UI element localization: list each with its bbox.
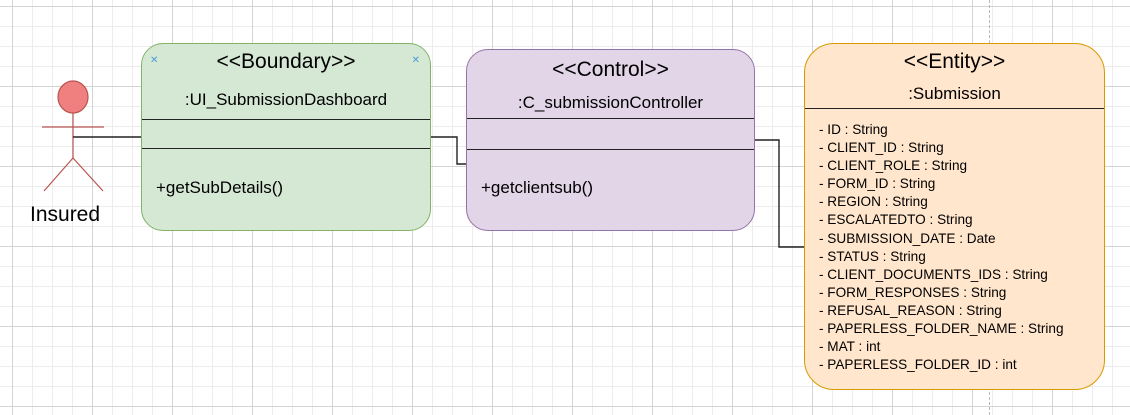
entity-attribute: - FORM_ID : String — [819, 176, 936, 192]
entity-attribute: - CLIENT_DOCUMENTS_IDS : String — [819, 266, 1048, 282]
actor-head — [57, 80, 89, 114]
entity-attribute: - ESCALATEDTO : String — [819, 212, 973, 228]
entity-attribute: - ID : String — [819, 122, 888, 137]
entity-attribute: - PAPERLESS_FOLDER_NAME : String — [819, 321, 1064, 337]
boundary-stereotype: <<Boundary>> — [216, 50, 356, 73]
entity-attribute: - REGION : String — [819, 194, 928, 210]
insured-actor[interactable] — [42, 80, 104, 192]
entity-attribute: - PAPERLESS_FOLDER_ID : int — [819, 357, 1017, 373]
control-method: +getclientsub() — [481, 178, 593, 197]
control-stereotype: <<Control>> — [552, 58, 669, 81]
control-divider — [467, 149, 754, 150]
entity-attribute: - STATUS : String — [819, 248, 926, 264]
connector-boundary-control[interactable] — [431, 136, 466, 165]
boundary-method: +getSubDetails() — [156, 178, 284, 197]
actor-left-leg — [43, 157, 74, 192]
actor-label: Insured — [30, 203, 101, 226]
control-divider — [467, 118, 754, 119]
entity-attribute: - CLIENT_ROLE : String — [819, 158, 968, 174]
entity-attribute: - CLIENT_ID : String — [819, 140, 944, 156]
connector-control-entity[interactable] — [755, 139, 804, 248]
entity-class-name: :Submission — [908, 84, 1001, 103]
entity-attribute-list: - ID : String - CLIENT_ID : String - CLI… — [819, 121, 1064, 374]
boundary-class-name: :UI_SubmissionDashboard — [184, 90, 388, 109]
entity-class[interactable]: <<Entity>> :Submission - ID : String - C… — [804, 43, 1105, 390]
boundary-class[interactable]: ✕ ✕ <<Boundary>> :UI_SubmissionDashboard… — [141, 43, 431, 231]
resize-handle-icon[interactable]: ✕ — [411, 55, 420, 66]
boundary-divider — [142, 119, 430, 120]
entity-stereotype: <<Entity>> — [903, 50, 1006, 73]
entity-divider — [805, 108, 1104, 109]
control-class[interactable]: <<Control>> :C_submissionController +get… — [466, 49, 755, 231]
resize-handle-icon[interactable]: ✕ — [150, 55, 159, 66]
boundary-divider — [142, 148, 430, 149]
control-class-name: :C_submissionController — [517, 93, 704, 112]
actor-right-leg — [72, 157, 104, 192]
entity-attribute: - REFUSAL_REASON : String — [819, 302, 1002, 318]
entity-attribute: - SUBMISSION_DATE : Date — [819, 230, 996, 246]
entity-attribute: - MAT : int — [819, 339, 881, 355]
entity-attribute: - FORM_RESPONSES : String — [819, 284, 1007, 300]
